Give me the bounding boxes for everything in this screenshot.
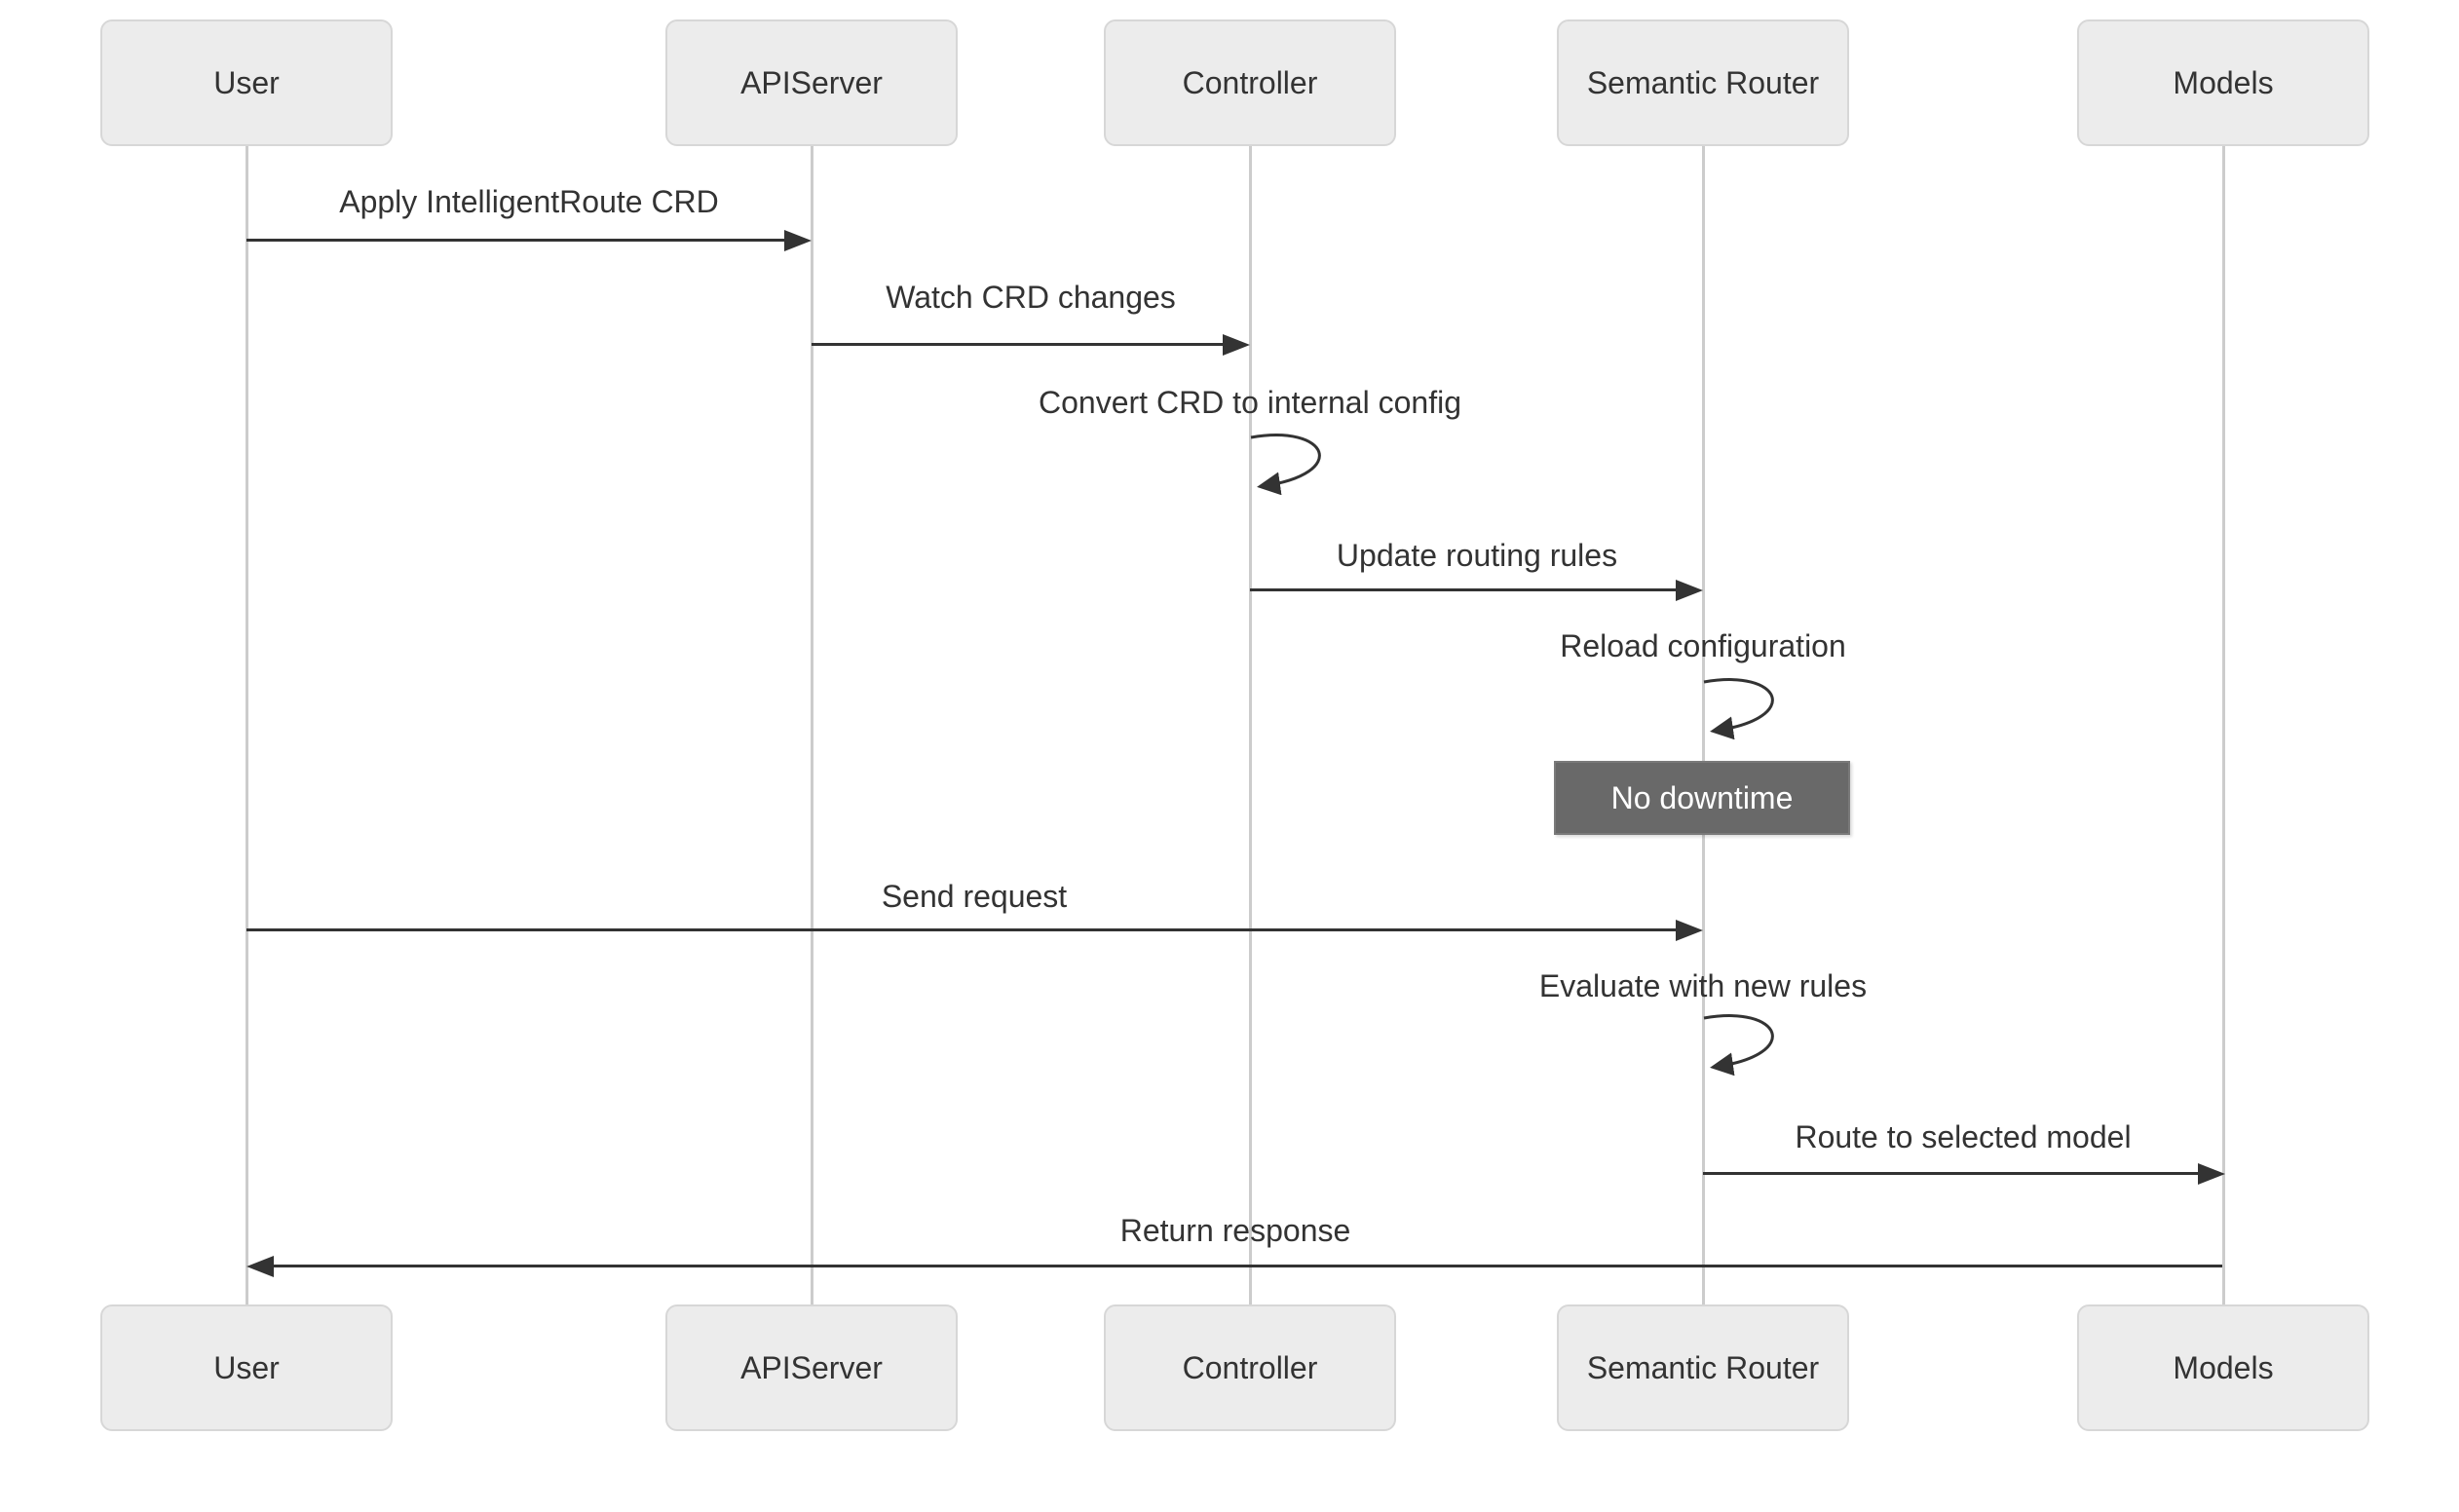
note-no-downtime: No downtime [1554,761,1850,835]
actor-label: Models [2173,64,2274,100]
note-label: No downtime [1610,779,1794,815]
lifeline-semantic-router [1702,146,1705,1304]
message-arrow-line [246,928,1678,931]
actor-box-controller-top: Controller [1104,19,1396,146]
message-label: Reload configuration [1560,628,1846,663]
self-loop-arrow [1703,678,1774,739]
actor-label: User [213,64,280,100]
arrow-head-icon [1676,920,1703,941]
lifeline-apiserver [811,146,813,1304]
message-arrow-line [812,343,1225,346]
message-label: Watch CRD changes [886,280,1176,315]
message-label: Send request [881,879,1068,914]
actor-label: APIServer [740,64,883,100]
message-label: Update routing rules [1336,538,1618,573]
message-label: Return response [1119,1213,1351,1248]
lifeline-user [246,146,248,1304]
actor-label: Controller [1182,64,1318,100]
actor-box-models-top: Models [2077,19,2369,146]
actor-label: APIServer [740,1349,883,1385]
arrow-head-icon [784,230,812,251]
self-loop-arrow [1250,434,1321,495]
actor-box-controller-bottom: Controller [1104,1304,1396,1431]
actor-label: Controller [1182,1349,1318,1385]
actor-label: Models [2173,1349,2274,1385]
arrow-head-icon [1223,334,1250,356]
lifeline-controller [1249,146,1252,1304]
arrow-head-icon [1676,580,1703,601]
actor-box-semantic-router-top: Semantic Router [1557,19,1849,146]
actor-label: Semantic Router [1586,1349,1820,1385]
actor-label: User [213,1349,280,1385]
message-label: Route to selected model [1795,1119,2132,1154]
actor-box-user-top: User [100,19,393,146]
message-label: Evaluate with new rules [1538,968,1868,1003]
actor-label: Semantic Router [1586,64,1820,100]
message-arrow-line [1250,588,1678,591]
actor-box-user-bottom: User [100,1304,393,1431]
arrow-head-icon [2198,1163,2225,1185]
message-label: Convert CRD to internal config [1039,385,1461,420]
actor-box-models-bottom: Models [2077,1304,2369,1431]
message-arrow-line [1703,1172,2200,1175]
message-label: Apply IntelligentRoute CRD [339,184,719,219]
arrow-head-icon [246,1256,274,1277]
actor-box-apiserver-top: APIServer [665,19,958,146]
actor-box-semantic-router-bottom: Semantic Router [1557,1304,1849,1431]
self-loop-arrow [1703,1014,1774,1076]
lifeline-models [2222,146,2225,1304]
message-arrow-line [246,239,786,242]
actor-box-apiserver-bottom: APIServer [665,1304,958,1431]
message-arrow-line [272,1265,2222,1267]
